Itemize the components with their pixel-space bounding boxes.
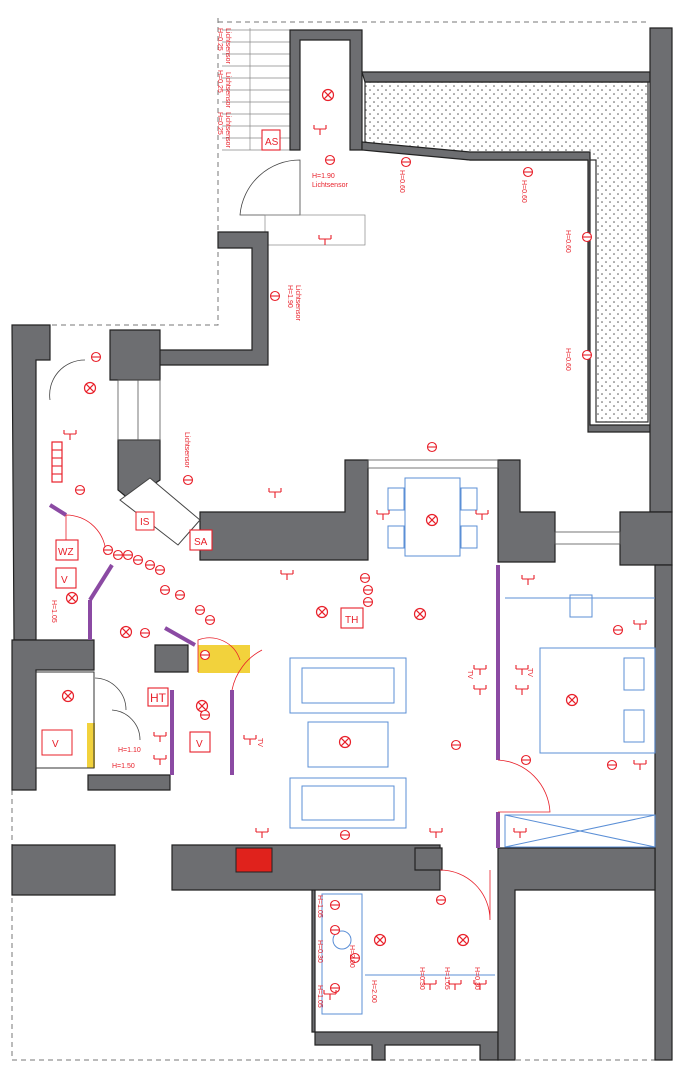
room-ht-label: HT xyxy=(150,691,167,705)
walls xyxy=(11,27,673,1061)
room-as-label: AS xyxy=(265,137,279,148)
sensor-label-4: Lichtsensor xyxy=(224,28,231,64)
sensor-label-3: H=0.25 xyxy=(216,112,223,135)
sensor-label-10: Lichtsensor xyxy=(294,285,301,321)
is-block: IS xyxy=(119,477,201,546)
room-v2-label: V xyxy=(196,739,203,750)
red-block xyxy=(235,847,273,873)
tv-label-3: TV xyxy=(256,738,263,747)
doors xyxy=(49,359,551,921)
height-label-12: H=0.30 xyxy=(418,967,425,990)
bath-room xyxy=(35,671,95,769)
room-wz-label: WZ xyxy=(58,547,74,558)
room-v1-label: V xyxy=(61,575,68,586)
height-label-11: H=1.05 xyxy=(316,985,323,1008)
windows xyxy=(117,379,621,545)
height-label-10: H=2.00 xyxy=(348,945,355,968)
room-v3-label: V xyxy=(52,739,59,750)
tv-label-1: TV xyxy=(466,670,473,679)
height-label-5: H=1.05 xyxy=(50,600,57,623)
height-label-14: H=0.30 xyxy=(473,967,480,990)
sensor-label-9: H=1.90 xyxy=(286,285,293,308)
height-label-13: H=1.05 xyxy=(443,967,450,990)
annotation-labels: H=0.25 H=0.25 H=0.25 Lichtsensor Lichtse… xyxy=(50,28,571,1008)
room-sa-label: SA xyxy=(194,537,208,548)
terrace-area xyxy=(364,81,649,423)
height-label-9: H=0.30 xyxy=(316,940,323,963)
sensor-label-7: H=1.90 xyxy=(312,173,335,180)
sensor-label-5: Lichtsensor xyxy=(224,72,231,108)
sensor-label-6: Lichtsensor xyxy=(224,112,231,148)
height-label-2: H=0.60 xyxy=(520,180,527,203)
height-label-8: H=1.05 xyxy=(316,895,323,918)
sensor-label-2: H=0.25 xyxy=(216,70,223,93)
height-label-7: H=1.50 xyxy=(112,763,135,770)
room-th-label: TH xyxy=(345,615,358,626)
sensor-label-8: Lichtsensor xyxy=(312,182,348,189)
room-is-label: IS xyxy=(140,517,150,528)
tv-label-2: TV xyxy=(526,668,533,677)
height-label-1: H=0.60 xyxy=(398,170,405,193)
height-label-4: H=0.60 xyxy=(564,348,571,371)
distribution-panel-icon xyxy=(51,441,63,483)
sensor-label-1: H=0.25 xyxy=(216,28,223,51)
room-boxes xyxy=(55,129,364,753)
height-label-6: H=1.10 xyxy=(118,747,141,754)
furniture xyxy=(289,477,656,1015)
height-label-3: H=0.60 xyxy=(564,230,571,253)
partitions xyxy=(48,503,500,848)
height-label-15: H=2.00 xyxy=(370,980,377,1003)
sensor-label-11: Lichtsensor xyxy=(183,432,190,468)
